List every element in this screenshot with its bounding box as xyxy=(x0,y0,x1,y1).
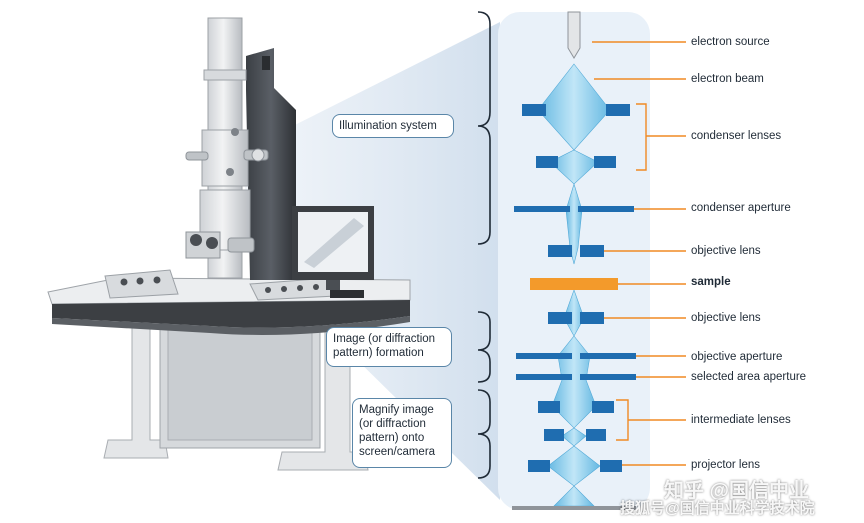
condenser-aperture-right xyxy=(578,206,634,212)
bracket-magnify xyxy=(477,389,491,479)
objective-lens-upper-right xyxy=(580,245,604,257)
intermediate-lens-2-left xyxy=(544,429,564,441)
selected-area-aperture-left xyxy=(516,374,572,380)
dark-column xyxy=(246,48,296,280)
magnify-line-4: screen/camera xyxy=(359,446,436,458)
label-sample: sample xyxy=(691,276,731,288)
binocular-viewer xyxy=(185,231,255,259)
microscope-illustration xyxy=(47,17,500,500)
electron-source-tip xyxy=(567,11,581,59)
sample-plate xyxy=(530,278,618,290)
leader-intermediate-lenses xyxy=(616,399,686,441)
objective-lens-lower-left xyxy=(548,312,572,324)
magnify-line-2: (or diffraction xyxy=(359,418,426,430)
label-condenser-lenses: condenser lenses xyxy=(691,130,782,142)
intermediate-lens-2-right xyxy=(586,429,606,441)
intermediate-lens-1-left xyxy=(538,401,560,413)
condenser-lens-2-right xyxy=(594,156,616,168)
objective-lens-lower-right xyxy=(580,312,604,324)
bracket-illumination xyxy=(477,11,491,245)
illumination-system-bubble: Illumination system xyxy=(332,114,454,138)
watermark-line-2: 搜狐号@国信中业科学技术院 xyxy=(620,500,815,517)
objective-aperture-left xyxy=(516,353,572,359)
label-projector-lens: projector lens xyxy=(691,459,761,471)
intermediate-lens-1-right xyxy=(592,401,614,413)
label-objective-lens-top: objective lens xyxy=(691,245,761,257)
optics-group xyxy=(512,104,636,510)
objective-lens-upper-left xyxy=(548,245,572,257)
leader-condenser-lenses xyxy=(636,103,686,171)
label-condenser-aperture: condenser aperture xyxy=(691,202,791,214)
watermark-line-1: 知乎 @国信中业 xyxy=(664,480,810,502)
magnify-line-3: pattern) onto xyxy=(359,432,425,444)
label-electron-beam: electron beam xyxy=(691,73,764,85)
bracket-image-formation xyxy=(477,311,491,383)
monitor xyxy=(292,206,374,298)
selected-area-aperture-right xyxy=(580,374,636,380)
condenser-lens-1-left xyxy=(522,104,546,116)
desk-leg-left xyxy=(103,299,169,459)
magnify-line-1: Magnify image xyxy=(359,404,434,416)
projector-lens-right xyxy=(600,460,622,472)
image-formation-bubble: Image (or diffraction pattern) formation xyxy=(326,327,452,367)
label-objective-lens-bottom: objective lens xyxy=(691,312,761,324)
label-selected-area-aperture: selected area aperture xyxy=(691,371,807,383)
leader-lines xyxy=(592,41,686,466)
group-brackets xyxy=(477,11,491,479)
image-formation-line-2: pattern) formation xyxy=(333,347,424,359)
label-intermediate-lenses: intermediate lenses xyxy=(691,414,791,426)
image-formation-line-1: Image (or diffraction xyxy=(333,333,436,345)
condenser-aperture-left xyxy=(514,206,570,212)
projector-lens-left xyxy=(528,460,550,472)
condenser-lens-2-left xyxy=(536,156,558,168)
desk-front-edge xyxy=(52,300,410,328)
magnify-bubble: Magnify image (or diffraction pattern) o… xyxy=(352,398,452,468)
label-electron-source: electron source xyxy=(691,36,770,48)
condenser-lens-1-right xyxy=(606,104,630,116)
illumination-system-label: Illumination system xyxy=(339,120,437,132)
screen-plate xyxy=(512,506,636,510)
objective-aperture-right xyxy=(580,353,636,359)
label-objective-aperture: objective aperture xyxy=(691,351,783,363)
